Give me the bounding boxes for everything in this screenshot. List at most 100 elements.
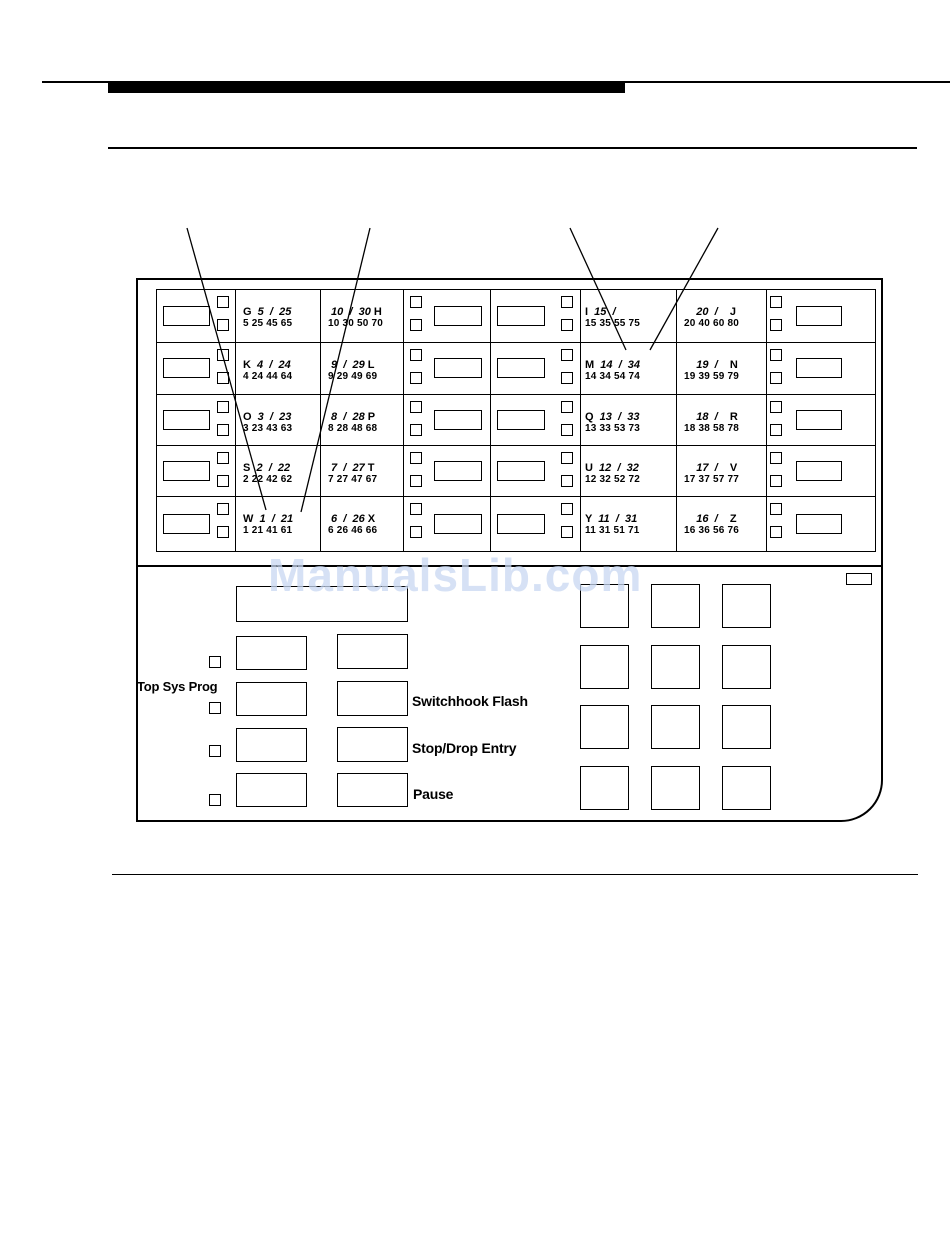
dss-led-mid2-bottom — [561, 424, 573, 436]
dial-key-r2-c2[interactable] — [651, 645, 700, 689]
switchhook-flash-button[interactable] — [337, 681, 408, 716]
dss-button-left[interactable] — [163, 409, 210, 430]
dss-led-left-top — [217, 401, 229, 413]
dial-key-r2-c3[interactable] — [722, 645, 771, 689]
console-outline — [136, 278, 883, 822]
dss-button-mid1[interactable] — [434, 513, 482, 534]
dss-led-left-bottom — [217, 526, 229, 538]
dss-led-right-bottom — [770, 526, 782, 538]
dial-key-r2-c1[interactable] — [580, 645, 629, 689]
dial-key-r1-c2[interactable] — [651, 584, 700, 628]
dial-key-r1-c1[interactable] — [580, 584, 629, 628]
grid-row-line — [157, 445, 875, 447]
dss-button-right[interactable] — [796, 460, 842, 481]
top-rule — [42, 81, 950, 83]
dss-led-mid2-top — [561, 296, 573, 308]
function-button-1[interactable] — [337, 634, 408, 669]
dss-led-mid2-bottom — [561, 475, 573, 487]
dss-led-right-bottom — [770, 319, 782, 331]
dss-button-left[interactable] — [163, 513, 210, 534]
dss-led-right-top — [770, 349, 782, 361]
dss-button-mid2[interactable] — [497, 409, 545, 430]
dss-button-right[interactable] — [796, 358, 842, 378]
dss-led-mid2-top — [561, 401, 573, 413]
dss-led-mid2-bottom — [561, 372, 573, 384]
dial-key-r3-c3[interactable] — [722, 705, 771, 749]
led-4 — [209, 794, 221, 806]
watermark: ManualsLib.com — [268, 549, 643, 601]
dss-button-right[interactable] — [796, 305, 842, 326]
header-bar — [108, 83, 625, 93]
dss-led-left-bottom — [217, 319, 229, 331]
dss-button-left[interactable] — [163, 358, 210, 378]
dss-button-mid2[interactable] — [497, 305, 545, 326]
dss-button-right[interactable] — [796, 513, 842, 534]
dss-led-right-bottom — [770, 424, 782, 436]
top-sys-prog-label: Top Sys Prog — [137, 679, 218, 694]
pause-button[interactable] — [337, 773, 408, 807]
dss-button-mid2[interactable] — [497, 513, 545, 534]
wide-button[interactable] — [236, 586, 408, 622]
dss-led-left-bottom — [217, 424, 229, 436]
program-button-4[interactable] — [236, 773, 307, 807]
dss-led-right-top — [770, 296, 782, 308]
dss-led-left-bottom — [217, 475, 229, 487]
grid-col-line — [320, 290, 322, 551]
dial-key-r4-c3[interactable] — [722, 766, 771, 810]
grid-col-line — [235, 290, 237, 551]
dial-key-r1-c3[interactable] — [722, 584, 771, 628]
leader-line-4 — [649, 227, 719, 351]
dss-button-mid1[interactable] — [434, 460, 482, 481]
leader-line-1 — [186, 227, 267, 511]
stop-drop-entry-label: Stop/Drop Entry — [412, 740, 517, 756]
dss-led-mid1-bottom — [410, 526, 422, 538]
dss-button-mid1[interactable] — [434, 305, 482, 326]
dss-button-left[interactable] — [163, 305, 210, 326]
dss-button-right[interactable] — [796, 409, 842, 430]
console-divider — [136, 565, 883, 567]
dss-led-mid2-bottom — [561, 319, 573, 331]
dial-key-r3-c1[interactable] — [580, 705, 629, 749]
led-2 — [209, 702, 221, 714]
grid-row-line — [157, 342, 875, 344]
dial-key-r4-c1[interactable] — [580, 766, 629, 810]
dss-led-mid1-top — [410, 349, 422, 361]
dss-led-mid1-top — [410, 401, 422, 413]
program-button-1[interactable] — [236, 636, 307, 670]
led-1 — [209, 656, 221, 668]
grid-row-line — [157, 496, 875, 498]
dss-led-mid2-top — [561, 503, 573, 515]
dss-button-mid1[interactable] — [434, 358, 482, 378]
leader-line-2 — [300, 227, 371, 513]
dss-button-mid1[interactable] — [434, 409, 482, 430]
stop-drop-entry-button[interactable] — [337, 727, 408, 762]
program-button-3[interactable] — [236, 728, 307, 762]
dss-led-mid1-top — [410, 452, 422, 464]
led-3 — [209, 745, 221, 757]
dial-key-r4-c2[interactable] — [651, 766, 700, 810]
dss-led-right-top — [770, 503, 782, 515]
grid-col-line — [766, 290, 768, 551]
program-button-2[interactable] — [236, 682, 307, 716]
dss-button-mid2[interactable] — [497, 460, 545, 481]
dss-led-right-bottom — [770, 475, 782, 487]
dial-key-r3-c2[interactable] — [651, 705, 700, 749]
dss-button-mid2[interactable] — [497, 358, 545, 378]
grid-col-line — [403, 290, 405, 551]
dss-led-mid1-bottom — [410, 319, 422, 331]
dss-button-left[interactable] — [163, 460, 210, 481]
dss-led-left-top — [217, 296, 229, 308]
dss-led-mid2-top — [561, 452, 573, 464]
